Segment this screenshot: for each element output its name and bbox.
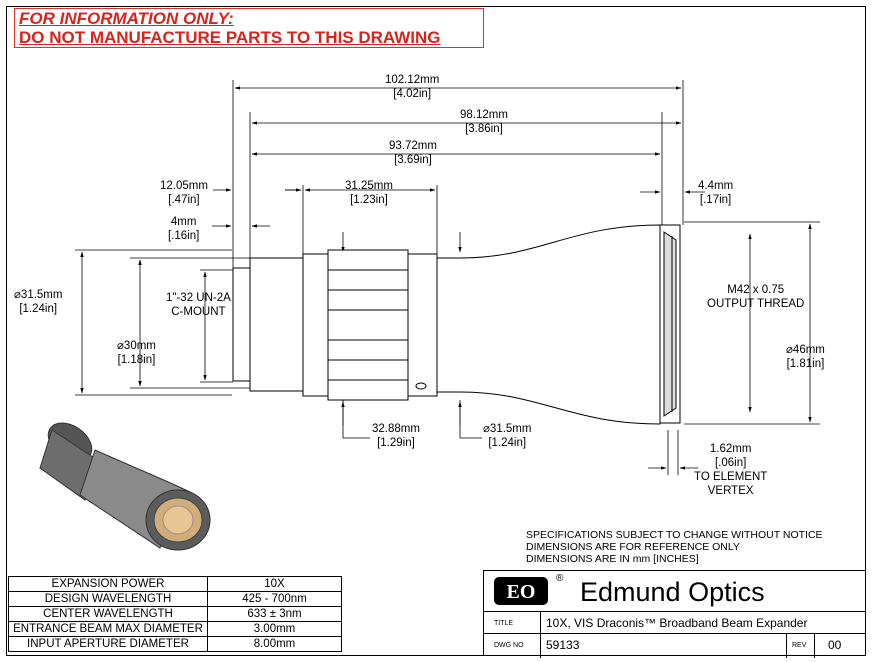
dim-label-dia-46: ⌀46mm[1.81in] bbox=[786, 344, 825, 370]
svg-text:EO: EO bbox=[507, 581, 536, 603]
dim-label-31-25: 31.25mm[1.23in] bbox=[345, 180, 393, 206]
note-line: DIMENSIONS ARE IN mm [INCHES] bbox=[526, 553, 699, 565]
expander-body bbox=[232, 224, 681, 425]
dwg-row: DWG NO 59133 REV 00 bbox=[484, 633, 866, 658]
drawing-number: 59133 bbox=[546, 638, 580, 652]
product-illustration bbox=[39, 422, 211, 551]
drawing-sheet bbox=[6, 6, 866, 656]
dim-label-4-4: 4.4mm[.17in] bbox=[698, 180, 734, 206]
warning-box: FOR INFORMATION ONLY: DO NOT MANUFACTURE… bbox=[14, 8, 484, 48]
note-line: SPECIFICATIONS SUBJECT TO CHANGE WITHOUT… bbox=[526, 529, 823, 541]
dim-label-102: 102.12mm[4.02in] bbox=[385, 74, 440, 100]
dim-label-93: 93.72mm[3.69in] bbox=[389, 140, 437, 166]
warning-line-1: FOR INFORMATION ONLY: bbox=[19, 9, 234, 28]
revision: 00 bbox=[828, 638, 842, 652]
dim-label-dia-31-5: ⌀31.5mm[1.24in] bbox=[14, 289, 63, 315]
registered-mark: ® bbox=[556, 573, 564, 584]
title-row: TITLE 10X, VIS Draconis™ Broadband Beam … bbox=[484, 611, 866, 634]
warning-line-2: DO NOT MANUFACTURE PARTS TO THIS DRAWING bbox=[19, 28, 441, 47]
title-block: EO ® Edmund Optics TITLE 10X, VIS Dracon… bbox=[483, 570, 866, 658]
edmund-optics-logo: EO bbox=[494, 577, 548, 605]
dim-label-4: 4mm[.16in] bbox=[168, 216, 200, 242]
dim-label-dia-31-5-right: ⌀31.5mm[1.24in] bbox=[483, 423, 532, 449]
note-line: DIMENSIONS ARE FOR REFERENCE ONLY bbox=[526, 541, 740, 553]
dim-label-98: 98.12mm[3.86in] bbox=[460, 109, 508, 135]
dim-label-32-88: 32.88mm[1.29in] bbox=[372, 423, 420, 449]
brand-name: Edmund Optics bbox=[580, 577, 765, 607]
dim-label-dia-30: ⌀30mm[1.18in] bbox=[117, 340, 156, 366]
drawing-title: 10X, VIS Draconis™ Broadband Beam Expand… bbox=[546, 616, 808, 630]
dim-label-12: 12.05mm[.47in] bbox=[160, 180, 208, 206]
spec-notes: SPECIFICATIONS SUBJECT TO CHANGE WITHOUT… bbox=[526, 529, 823, 565]
